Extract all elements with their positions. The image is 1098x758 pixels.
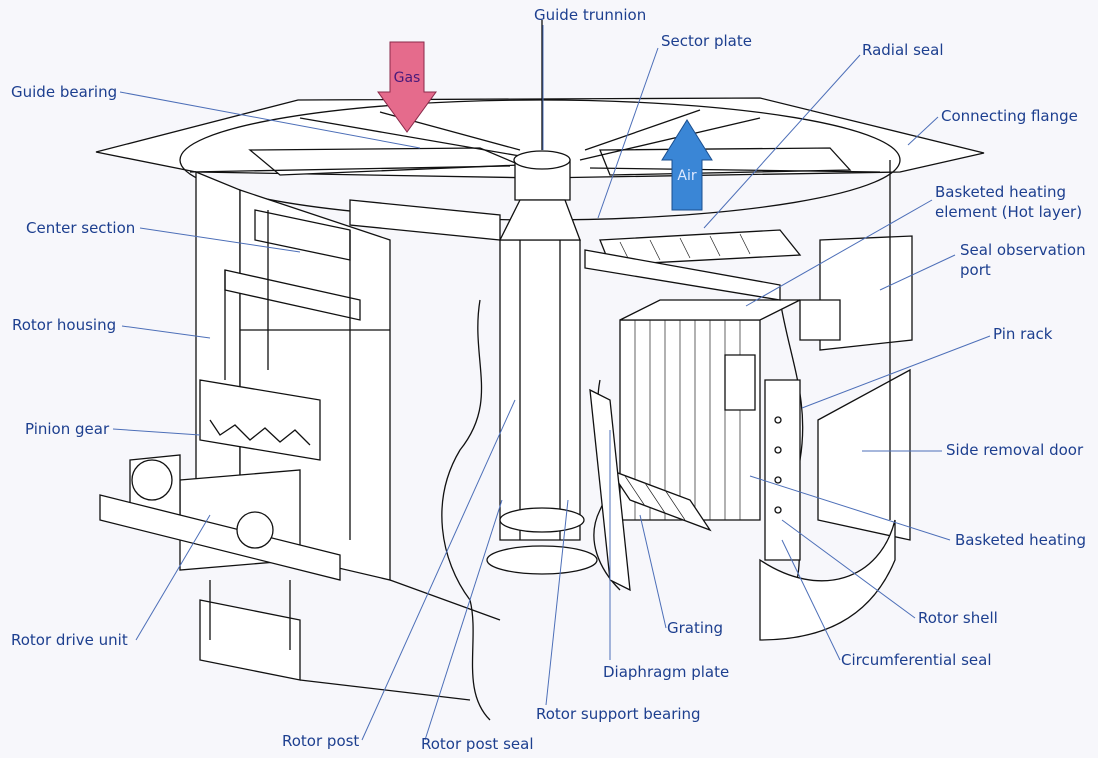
label-side-removal-door: Side removal door (946, 441, 1084, 459)
label-center-section: Center section (26, 219, 135, 237)
air-flow-arrow: Air (661, 119, 713, 211)
hot-layer-baskets (584, 229, 802, 301)
label-sector-plate: Sector plate (661, 32, 752, 50)
rotor-post (486, 20, 598, 575)
label-basketed-heating: Basketed heating (955, 531, 1086, 549)
label-rotor-post-seal: Rotor post seal (421, 735, 534, 753)
label-rotor-post: Rotor post (282, 732, 359, 750)
label-connecting-flange: Connecting flange (941, 107, 1078, 125)
label-seal-observation-port-line1: Seal observation (960, 241, 1086, 259)
heating-element-block (619, 299, 801, 521)
label-guide-bearing: Guide bearing (11, 83, 117, 101)
air-arrow-label: Air (677, 168, 696, 184)
label-diaphragm-plate: Diaphragm plate (603, 663, 729, 681)
label-guide-trunnion: Guide trunnion (534, 6, 646, 24)
label-rotor-drive-unit: Rotor drive unit (11, 631, 128, 649)
gas-flow-arrow: Gas (377, 41, 437, 133)
gas-arrow-label: Gas (394, 70, 421, 86)
cutaway-left (441, 299, 491, 721)
label-grating: Grating (667, 619, 723, 637)
preheater-structure (95, 20, 985, 721)
leader-lines (112, 25, 991, 741)
label-rotor-housing: Rotor housing (12, 316, 116, 334)
label-rotor-support-bearing: Rotor support bearing (536, 705, 701, 723)
label-pin-rack: Pin rack (993, 325, 1053, 343)
grating (608, 468, 712, 532)
label-circumferential-seal: Circumferential seal (841, 651, 992, 669)
label-rotor-shell: Rotor shell (918, 609, 998, 627)
label-radial-seal: Radial seal (862, 41, 944, 59)
label-basketed-heating-element-line2: element (Hot layer) (935, 203, 1082, 221)
label-pinion-gear: Pinion gear (25, 420, 110, 438)
label-basketed-heating-element-line1: Basketed heating (935, 183, 1066, 201)
labels: Guide trunnion Sector plate Radial seal … (11, 6, 1086, 753)
label-seal-observation-port-line2: port (960, 261, 991, 279)
drive-assembly (99, 379, 341, 681)
rotor-housing-right (759, 160, 913, 641)
